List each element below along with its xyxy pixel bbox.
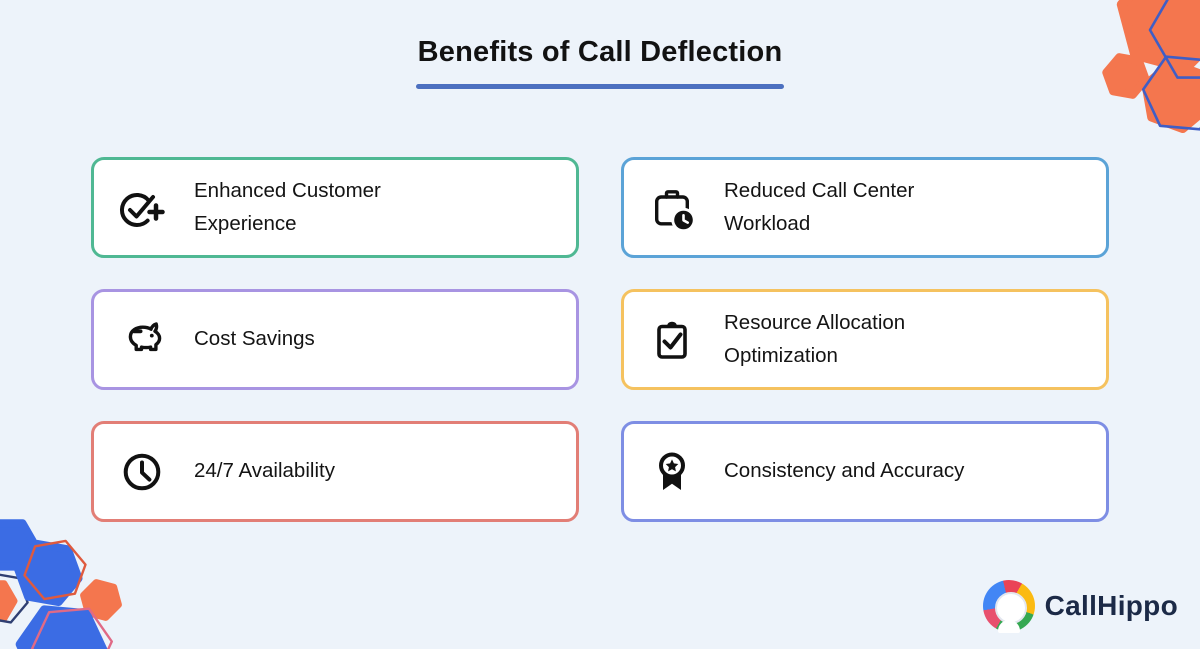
benefit-card-enhanced-customer-experience: Enhanced Customer Experience — [91, 157, 579, 258]
benefit-card-24-7-availability: 24/7 Availability — [91, 421, 579, 522]
benefit-card-label: Enhanced Customer Experience — [194, 179, 381, 235]
briefcase-clock-icon — [648, 184, 696, 232]
page-title: Benefits of Call Deflection — [417, 36, 783, 68]
benefit-card-label: 24/7 Availability — [194, 459, 335, 483]
benefit-card-consistency-and-accuracy: Consistency and Accuracy — [621, 421, 1109, 522]
bottom-left-hexagon-decoration — [0, 519, 122, 649]
benefit-card-label: Consistency and Accuracy — [724, 459, 965, 483]
benefit-card-label: Resource Allocation Optimization — [724, 311, 906, 367]
benefit-card-resource-allocation-optimization: Resource Allocation Optimization — [621, 289, 1109, 390]
clipboard-check-icon — [648, 316, 696, 364]
callhippo-logo-icon — [982, 580, 1035, 633]
benefit-card-label: Reduced Call Center Workload — [724, 179, 915, 235]
clock-icon — [118, 448, 166, 496]
benefit-card-cost-savings: Cost Savings — [91, 289, 579, 390]
benefit-card-reduced-call-center-workload: Reduced Call Center Workload — [621, 157, 1109, 258]
benefits-grid: Enhanced Customer Experience Reduced Cal… — [91, 157, 1109, 522]
award-ribbon-icon — [648, 448, 696, 496]
brand-footer: CallHippo — [982, 580, 1178, 633]
brand-name: CallHippo — [1044, 590, 1178, 621]
benefit-card-label: Cost Savings — [194, 327, 315, 351]
header: Benefits of Call Deflection — [0, 36, 1200, 89]
title-underline — [416, 84, 784, 89]
piggy-bank-icon — [118, 316, 166, 364]
check-circle-plus-icon — [118, 184, 166, 232]
